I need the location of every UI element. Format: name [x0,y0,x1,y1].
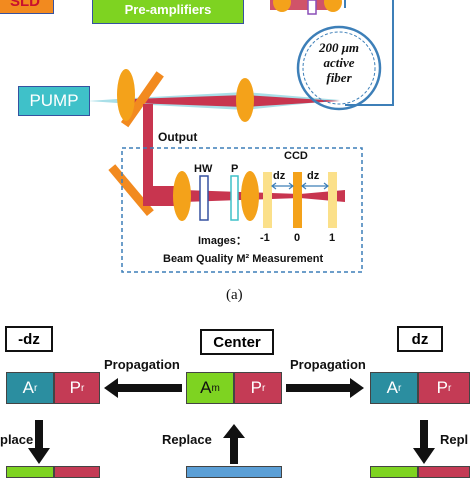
lens-top-right [324,0,342,12]
figure-caption: (a) [226,287,243,303]
hw-label: HW [194,163,213,175]
polarizer-plate [230,175,239,221]
lens-pump-2 [236,78,254,122]
hw-plate [199,175,209,221]
fiber-line3: fiber [326,70,352,85]
left-bottom-red-cell [54,466,100,478]
arrow-replace-right [413,420,435,464]
element-top-marker [307,0,317,15]
replace-label-left: place [0,432,34,447]
preamp-box: Pre-amplifiers [92,0,244,24]
arrow-replace-left [28,420,50,464]
fiber-coil-inner [302,31,376,105]
title-dz: dz [397,326,443,352]
dz-arrow-left [271,182,294,190]
arrow-propagation-left [104,378,182,398]
output-label: Output [158,130,198,144]
signal-beam [132,95,340,107]
fiber-label: 200 μm active fiber [304,40,374,85]
fiber-loop-line [344,0,394,106]
measurement-box [121,147,363,273]
center-bottom-blue-cell [186,466,282,478]
right-bottom-green-cell [370,466,418,478]
image-index-0: 0 [294,232,301,244]
measurement-label: Beam Quality M² Measurement [163,253,324,265]
preamp-label: Pre-amplifiers [124,1,212,17]
propagation-label-right: Propagation [290,357,366,372]
propagation-label-left: Propagation [104,357,180,372]
replace-label-center: Replace [162,432,212,447]
ccd-plane-center [293,172,302,228]
pump-label: PUMP [29,91,79,110]
output-mirror [108,164,154,217]
lens-pump-1 [117,69,135,121]
dz-arrow-right [301,182,329,190]
p-label: P [231,163,239,175]
image-index-minus1: -1 [260,232,270,244]
dz-right-label: dz [307,170,320,182]
sld-box: SLD [0,0,54,14]
image-index-1: 1 [329,232,336,244]
fiber-coil-outer [296,25,382,111]
images-label: Images： [198,235,247,247]
right-bottom-red-cell [418,466,470,478]
lens-measure-2 [241,171,259,221]
arrow-replace-center [223,424,245,464]
image-plane-minus1 [263,172,272,228]
left-bottom-green-cell [6,466,54,478]
fiber-line2: active [323,55,355,70]
fiber-value: 200 μm [318,40,360,55]
arrow-propagation-right [286,378,364,398]
title-minus-dz: -dz [5,326,53,352]
output-beam-vertical [143,104,153,192]
image-plane-plus1 [328,172,337,228]
lens-measure-1 [173,171,191,221]
pump-box: PUMP [18,86,90,116]
dz-left-label: dz [273,170,286,182]
ccd-label: CCD [284,150,308,162]
sld-label: SLD [10,0,40,10]
title-center: Center [200,329,274,355]
replace-label-right: Repl [440,432,469,447]
lens-top-left [273,0,291,12]
